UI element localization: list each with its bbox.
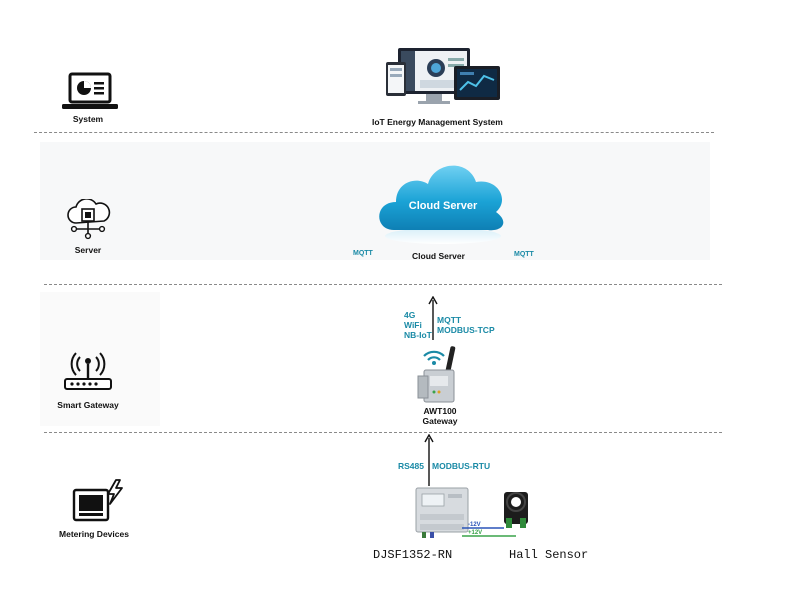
sensor-name-label: Hall Sensor	[509, 548, 589, 562]
gateway-type-label: Gateway	[422, 416, 458, 426]
meter-name-label: DJSF1352-RN	[373, 548, 453, 562]
dashboard-screens-image	[384, 46, 504, 108]
awt100-gateway-image	[414, 340, 466, 406]
gateway-model-label: AWT100	[423, 406, 457, 416]
laptop-chart-icon	[62, 72, 118, 112]
network-wifi-label: WiFi	[404, 320, 422, 330]
cloud-label: Cloud Server	[408, 200, 478, 212]
arrow-up-icon	[428, 296, 438, 340]
mqtt-right-label: MQTT	[514, 251, 534, 258]
mqtt-left-label: MQTT	[353, 250, 373, 257]
cloud-server-caption: Cloud Server	[412, 251, 465, 261]
gateway-panel	[40, 292, 160, 426]
protocol-mqtt-label: MQTT	[437, 315, 462, 325]
link-modbus-rtu-label: MODBUS-RTU	[432, 461, 491, 471]
divider-server-gateway	[44, 284, 722, 285]
link-rs485-label: RS485	[398, 461, 424, 471]
lane-label-gateway: Smart Gateway	[57, 400, 119, 410]
lane-label-server: Server	[74, 245, 102, 255]
wire-pos-label: +12V	[468, 530, 483, 536]
divider-system-server	[34, 132, 714, 133]
network-4g-label: 4G	[404, 310, 416, 320]
cloud-server-icon	[372, 152, 514, 248]
lane-label-metering: Metering Devices	[59, 529, 129, 539]
server-panel	[40, 142, 710, 260]
arrow-up-icon	[424, 434, 434, 486]
router-icon	[62, 347, 114, 393]
divider-gateway-metering	[44, 432, 722, 433]
cloud-network-icon	[64, 199, 112, 241]
wire-neg-label: -12V	[468, 522, 481, 528]
protocol-modbus-tcp-label: MODBUS-TCP	[437, 325, 495, 335]
monitor-lightning-icon	[70, 478, 126, 526]
network-nbiot-label: NB-IoT	[404, 330, 432, 340]
metering-devices-image	[412, 480, 544, 544]
system-title: IoT Energy Management System	[372, 117, 503, 127]
lane-label-system: System	[72, 114, 104, 124]
